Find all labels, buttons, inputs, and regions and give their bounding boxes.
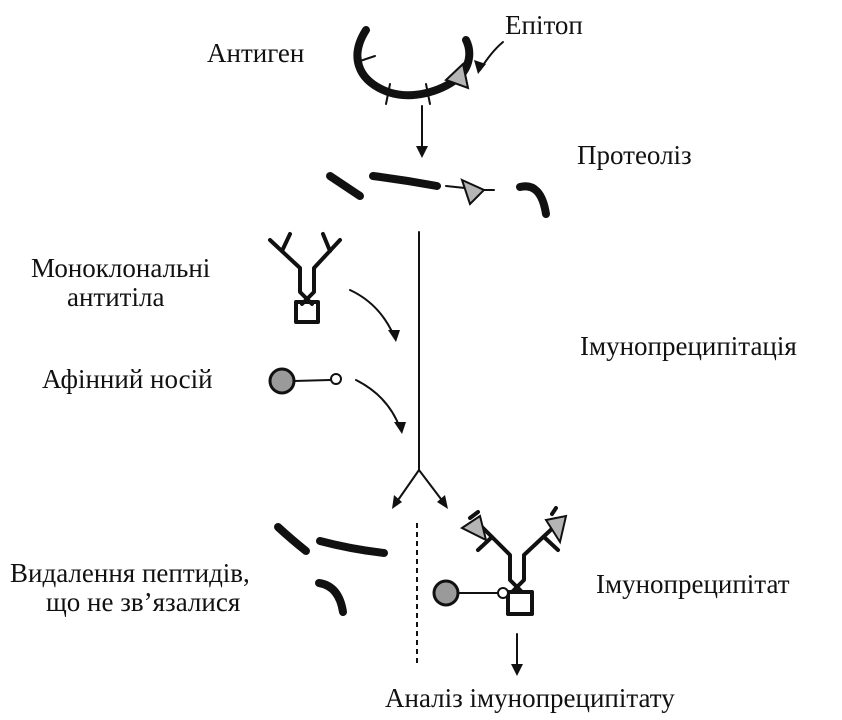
epitope-pointer-arrow	[474, 42, 503, 74]
label-unbound-removal-line2: що не зв’язалися	[46, 587, 240, 617]
monoclonal-antibody-icon	[270, 234, 340, 322]
label-monoclonal-antibodies-line2: антитіла	[67, 282, 164, 312]
immunoprecipitate-complex	[434, 508, 566, 614]
label-unbound-removal-line1: Видалення пептидів,	[10, 558, 250, 588]
arrow-to-analysis	[511, 634, 523, 676]
process-flow-line	[392, 232, 448, 509]
arrow-carrier-in	[356, 380, 406, 434]
label-antigen: Антиген	[207, 38, 304, 68]
label-affinity-carrier: Афінний носій	[42, 364, 213, 394]
affinity-carrier-icon	[270, 369, 341, 393]
peptide-fragments	[330, 176, 546, 214]
label-monoclonal-antibodies-line1: Моноклональні	[31, 253, 210, 283]
arrow-to-proteolysis	[416, 106, 428, 158]
label-immunoprecipitation: Імунопреципітація	[580, 331, 797, 361]
label-analysis: Аналіз імунопреципітату	[385, 683, 675, 713]
label-immunoprecipitate: Імунопреципітат	[596, 569, 790, 599]
label-epitope: Епітоп	[505, 10, 583, 40]
label-proteolysis: Протеоліз	[577, 140, 692, 170]
arrow-antibodies-in	[350, 290, 400, 342]
antigen-molecule	[357, 30, 469, 104]
unbound-peptides	[278, 527, 384, 612]
